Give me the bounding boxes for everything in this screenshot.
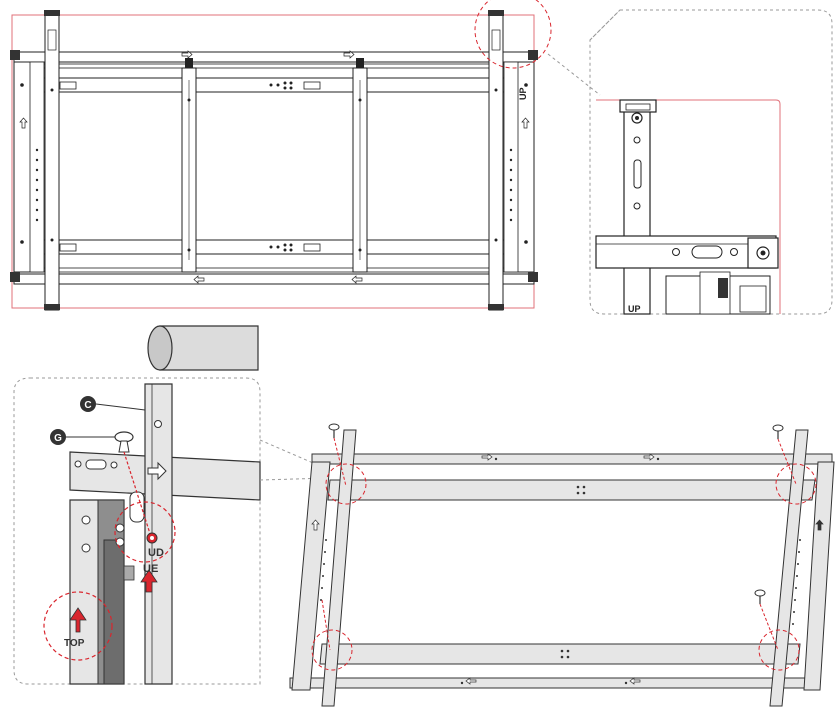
- bolt-icon: [269, 243, 293, 252]
- callout-g-label: G: [54, 433, 62, 444]
- screw-icon: [772, 424, 784, 439]
- arrow-left-icon: [629, 677, 641, 685]
- top-marking: TOP: [64, 638, 85, 649]
- arrow-right-icon: [181, 50, 193, 59]
- screw-path: [123, 451, 153, 541]
- right-post-assembly: UP: [488, 10, 538, 311]
- left-post-assembly: [10, 10, 60, 311]
- arrow-right-icon: [147, 461, 167, 481]
- callout-circle-top-mark: [43, 591, 113, 661]
- front-view: UP: [10, 0, 552, 311]
- arrow-left-icon: [351, 275, 363, 284]
- callout-circle-br: [758, 629, 800, 671]
- callout-circle-top: [474, 0, 552, 69]
- arrow-right-icon: [481, 453, 493, 461]
- arrow-up-icon: [69, 607, 87, 633]
- detail-view-bottom: UD UE TOP C G: [13, 325, 261, 685]
- ue-marking: UE: [143, 563, 158, 575]
- arrow-right-icon: [643, 453, 655, 461]
- arrow-left-icon: [193, 275, 205, 284]
- arrow-right-icon: [343, 50, 355, 59]
- up-marking: UP: [518, 87, 528, 100]
- callout-circle-screw: [114, 501, 176, 563]
- screw-icon: [754, 589, 766, 604]
- arrow-up-icon: [815, 519, 824, 531]
- arrow-up-icon: [140, 569, 158, 593]
- arrow-left-icon: [465, 677, 477, 685]
- detail-view-top: UP: [589, 9, 833, 315]
- callout-c-badge: [80, 396, 96, 412]
- assembly-view: [289, 423, 835, 707]
- callout-circle-bl: [311, 629, 353, 671]
- callout-c-label: C: [84, 400, 91, 411]
- top-rail: [13, 51, 535, 93]
- arrow-up-icon: [311, 519, 320, 531]
- callout-connector-top: [547, 53, 601, 96]
- center-bracket-right: [352, 58, 368, 273]
- callout-circle-tr: [775, 463, 817, 505]
- center-bracket-left: [181, 58, 197, 273]
- bolt-icon: [269, 81, 293, 90]
- bottom-rail: [13, 239, 535, 285]
- arrow-up-icon: [521, 117, 530, 129]
- ud-marking: UD: [148, 547, 164, 559]
- arrow-up-icon: [19, 117, 28, 129]
- screw-icon: [114, 431, 134, 453]
- callout-g-badge: [50, 429, 66, 445]
- callout-circle-tl: [325, 463, 367, 505]
- callout-connector-bottom: [259, 439, 331, 481]
- screw-icon: [328, 423, 340, 438]
- up-marking: UP: [628, 304, 641, 314]
